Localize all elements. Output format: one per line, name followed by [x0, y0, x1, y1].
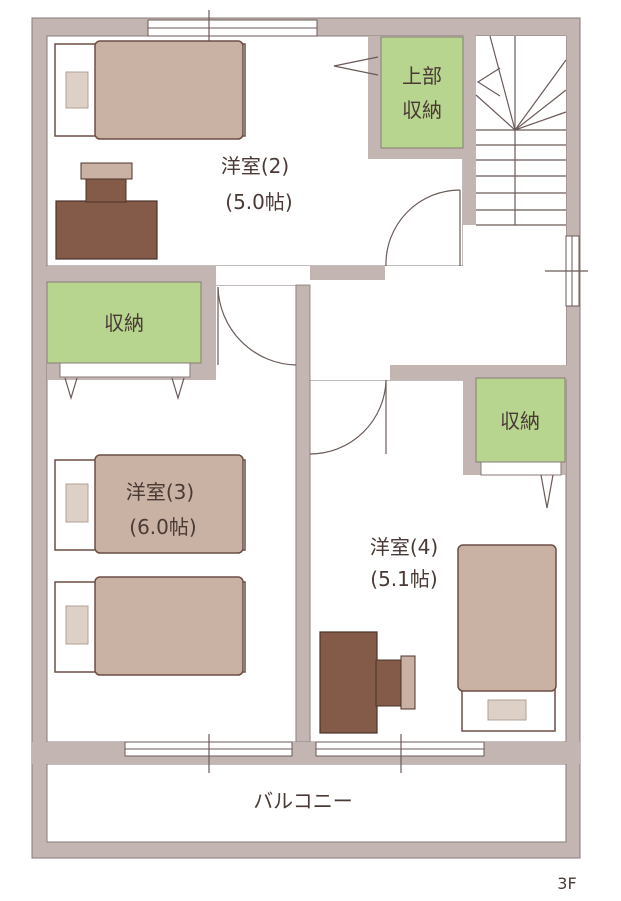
room4-size: (5.1帖): [370, 567, 437, 591]
wall-room3-storage: [201, 285, 216, 380]
wall-stair-hall: [463, 36, 476, 280]
stair-hall-opening: [463, 225, 476, 280]
storage-upper: [380, 36, 464, 149]
storage-left-door-strip: [59, 362, 191, 378]
staircase: [475, 35, 567, 226]
bed-room2: [54, 40, 246, 140]
balcony-label: バルコニー: [253, 789, 353, 813]
stair-floor: [476, 36, 566, 280]
windows: [124, 19, 580, 757]
doors: [217, 189, 461, 455]
storage-upper-label-1: 上部: [402, 64, 442, 88]
wall-room3-top: [47, 266, 216, 285]
hall-floor: [310, 280, 566, 365]
hall-vertical-wall: [295, 284, 311, 743]
storage-right-label: 収納: [500, 409, 540, 433]
room2-name: 洋室(2): [221, 154, 289, 178]
desk-room4: [319, 631, 416, 734]
storage-left-label: 収納: [104, 311, 144, 335]
balcony-floor-edge: [32, 742, 580, 764]
balcony-area: [46, 763, 567, 843]
storage-left: [46, 281, 202, 364]
storage-door-marks: [64, 56, 554, 509]
room4-name: 洋室(4): [370, 535, 438, 559]
bed-room4: [457, 544, 557, 732]
room2-size: (5.0帖): [225, 190, 292, 214]
window-ticks: [208, 10, 588, 773]
room3-name: 洋室(3): [126, 480, 194, 504]
corridor-opening: [216, 266, 310, 285]
room2-door-opening: [385, 266, 463, 280]
desk-room2: [55, 162, 158, 260]
bed-room3-a: [54, 454, 246, 554]
storage-right: [475, 377, 566, 463]
storage-right-door-strip: [480, 461, 562, 476]
bed-room3-b: [54, 576, 246, 676]
room3-size: (6.0帖): [129, 515, 196, 539]
storage-upper-label-2: 収納: [402, 98, 442, 122]
floor-label: 3F: [557, 874, 576, 893]
room4-door-opening: [310, 365, 390, 380]
